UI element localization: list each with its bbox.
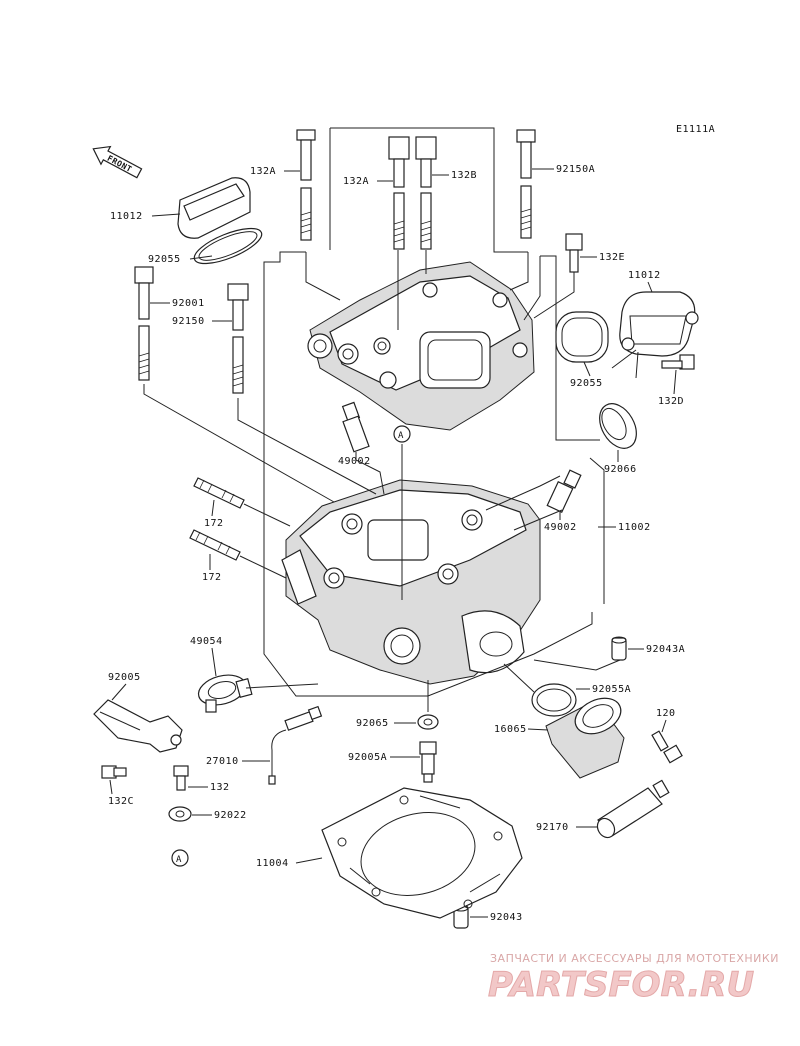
bolt-132a-center: [388, 136, 410, 250]
callout-92150: 92150: [172, 316, 205, 327]
front-arrow-icon: FRONT: [92, 145, 143, 179]
callout-92065: 92065: [356, 718, 389, 729]
callout-132e: 132E: [599, 252, 625, 263]
callout-92005: 92005: [108, 672, 141, 683]
washer-92065: [417, 714, 439, 730]
reference-mark-a-lower-label: A: [176, 855, 182, 865]
callout-132b: 132B: [451, 170, 477, 181]
callout-172-upper: 172: [204, 518, 224, 529]
head-gasket-11004: [321, 787, 523, 919]
water-pipe-92005: [93, 699, 183, 753]
bolt-92150: [227, 283, 249, 394]
bolt-132d: [661, 354, 695, 370]
callout-92055-right: 92055: [570, 378, 603, 389]
holder-16065: [545, 697, 625, 779]
callout-labels: 132A 132A 132B 92150A 11012 92055 132E 1…: [108, 164, 685, 923]
dowel-92043a: [611, 636, 627, 661]
cylinder-head-cover: [307, 261, 535, 431]
callout-11004: 11004: [256, 858, 289, 869]
plug-92170: [596, 779, 670, 839]
callout-92001: 92001: [172, 298, 205, 309]
diagram-code: E1111A: [676, 124, 715, 135]
cap-11012-left: [177, 177, 263, 265]
callout-11002: 11002: [618, 522, 651, 533]
reference-mark-a-upper-label: A: [398, 431, 404, 441]
bolt-132e: [565, 233, 583, 273]
callout-92066: 92066: [604, 464, 637, 475]
bolt-132a-left: [296, 129, 316, 241]
washer-92022: [168, 806, 192, 822]
callout-92150a: 92150A: [556, 164, 595, 175]
ring-92066: [599, 403, 637, 449]
callout-49002-upper: 49002: [338, 456, 371, 467]
reference-mark-a-upper: A: [393, 425, 411, 443]
watermark: ЗАПЧАСТИ И АКСЕССУАРЫ ДЛЯ МОТОТЕХНИКИ PA…: [488, 952, 779, 1006]
callout-132: 132: [210, 782, 230, 793]
fitting-92005a: [419, 741, 437, 783]
callout-92043: 92043: [490, 912, 523, 923]
stud-172-upper: [193, 477, 245, 509]
callout-172-lower: 172: [202, 572, 222, 583]
bolt-132c: [101, 765, 127, 779]
bolt-92150a: [516, 129, 536, 239]
cap-11012-right: [619, 291, 699, 357]
cylinder-head-11002: [281, 479, 541, 685]
callout-132a-1: 132A: [250, 166, 276, 177]
seal-92055-right: [555, 311, 609, 363]
leader-lines: [143, 127, 639, 712]
callout-132c: 132C: [108, 796, 134, 807]
callout-92055a: 92055A: [592, 684, 631, 695]
watermark-tagline: ЗАПЧАСТИ И АКСЕССУАРЫ ДЛЯ МОТОТЕХНИКИ: [490, 952, 779, 965]
callout-120: 120: [656, 708, 676, 719]
callout-132d: 132D: [658, 396, 684, 407]
sensor-27010: [268, 705, 323, 785]
stud-172-lower: [189, 529, 241, 561]
thermostat-49054: [197, 674, 253, 713]
callout-49002-lower: 49002: [544, 522, 577, 533]
callout-27010: 27010: [206, 756, 239, 767]
callout-11012-left: 11012: [110, 211, 143, 222]
callout-92005a: 92005A: [348, 752, 387, 763]
callout-16065: 16065: [494, 724, 527, 735]
bolt-120: [651, 730, 683, 764]
oring-92055a: [531, 683, 577, 717]
callout-92055-left: 92055: [148, 254, 181, 265]
valve-guide-49002-lower: [546, 469, 582, 513]
bolt-92001: [134, 266, 154, 381]
callout-92170: 92170: [536, 822, 569, 833]
reference-mark-a-lower: A: [171, 849, 189, 867]
callout-92043a: 92043A: [646, 644, 685, 655]
callout-11012-right: 11012: [628, 270, 661, 281]
callout-92022: 92022: [214, 810, 247, 821]
bolt-132b: [415, 136, 437, 250]
watermark-brand: PARTSFOR.RU: [488, 965, 754, 1005]
callout-132a-2: 132A: [343, 176, 369, 187]
valve-guide-49002-upper: [341, 401, 370, 453]
bolt-132: [173, 765, 189, 791]
callout-49054: 49054: [190, 636, 223, 647]
